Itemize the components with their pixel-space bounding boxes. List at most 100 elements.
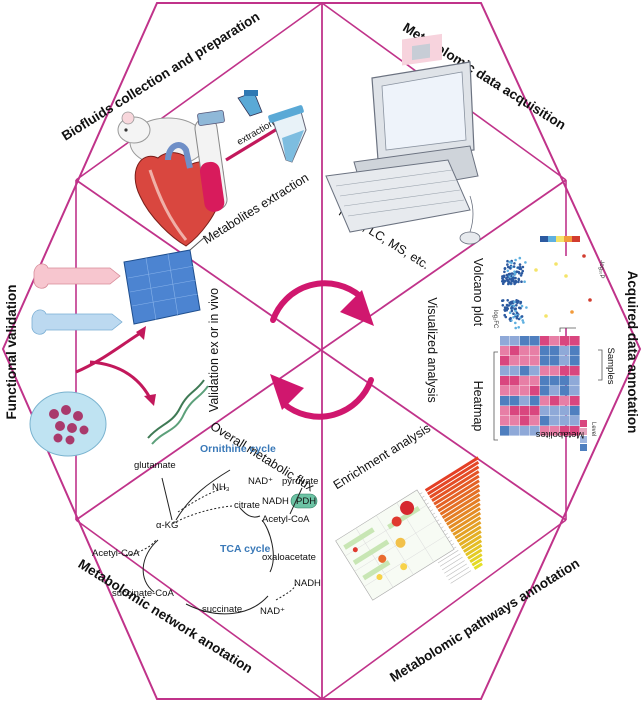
volcano-point <box>515 311 519 315</box>
volcano-point <box>513 262 516 265</box>
volcano-point <box>520 280 523 284</box>
heatmap-cell <box>530 416 540 426</box>
volcano-points <box>501 254 592 330</box>
volcano-point <box>519 274 523 277</box>
heatmap-cell <box>570 376 580 386</box>
enrichment-bar <box>431 470 480 502</box>
enrichment-bar <box>467 548 483 560</box>
metabolite-citrate: citrate <box>234 500 260 511</box>
volcano-point <box>505 277 508 280</box>
section-title-annotation: Acquired data annotation <box>625 271 640 434</box>
heatmap-cell <box>540 356 550 366</box>
volcano-point <box>503 267 507 271</box>
volcano-point <box>501 299 505 302</box>
heatmap-cell <box>530 406 540 416</box>
volcano-point <box>514 307 517 311</box>
hexagon-dividers <box>75 3 567 699</box>
volcano-point <box>521 319 524 322</box>
heatmap-cell <box>540 346 550 356</box>
volcano-point <box>516 266 520 269</box>
volcano-point <box>507 304 511 307</box>
volcano-point <box>503 270 506 274</box>
volcano-point <box>515 304 518 307</box>
volcano-point <box>510 282 513 285</box>
enrichment-bar <box>465 544 483 557</box>
computer-illustration <box>325 33 481 245</box>
volcano-point <box>508 311 512 315</box>
volcano-point <box>509 267 512 270</box>
heatmap: Level <box>493 327 603 451</box>
heatmap-cell <box>500 356 510 366</box>
heatmap-metabolites-label: Metabolites <box>535 429 584 440</box>
volcano-point <box>513 270 516 274</box>
enrichment-bar <box>454 520 482 540</box>
membrane-assay-illustration <box>123 235 207 325</box>
volcano-point <box>513 282 516 286</box>
metabolite-pyruvate: pyruvate <box>282 476 318 487</box>
heatmap-cell <box>530 426 540 436</box>
metabolite-nadh-top: NADH <box>262 496 289 507</box>
metabolite-acetylcoa-left: Acetyl-CoA <box>92 548 140 559</box>
metabolite-succinate: succinate <box>202 604 242 615</box>
enrichment-bar <box>473 562 483 570</box>
heatmap-cell <box>550 426 560 436</box>
volcano-point <box>515 270 519 274</box>
volcano-point <box>517 277 520 281</box>
enrichment-bar <box>452 516 482 536</box>
heatmap-cell <box>570 396 580 406</box>
heatmap-cell <box>510 396 520 406</box>
enrichment-bar <box>443 497 481 523</box>
heatmap-cell <box>560 346 570 356</box>
volcano-point <box>503 308 507 312</box>
heatmap-cell <box>520 416 530 426</box>
heatmap-cell <box>550 336 560 346</box>
volcano-point <box>521 265 525 269</box>
enrichment-bar <box>458 530 482 547</box>
volcano-point <box>506 279 510 283</box>
heatmap-cell <box>560 356 570 366</box>
volcano-point <box>512 304 516 308</box>
enrichment-bar <box>424 456 480 492</box>
volcano-significant-point <box>588 298 592 302</box>
volcano-plot: log₂FC -log₁₀P <box>482 236 604 330</box>
volcano-significant-point <box>564 274 568 278</box>
volcano-point <box>503 313 507 317</box>
volcano-point <box>520 315 524 318</box>
enrichment-term-placeholder <box>446 563 467 577</box>
volcano-point <box>514 276 517 280</box>
enrichment-term-placeholder <box>437 550 459 564</box>
volcano-significant-point <box>544 314 548 318</box>
enrichment-bar <box>463 539 483 553</box>
heatmap-label: Heatmap <box>471 381 485 432</box>
heatmap-cell <box>540 426 550 436</box>
heatmap-cell <box>510 336 520 346</box>
enrichment-bar <box>471 557 483 567</box>
heatmap-cell <box>520 386 530 396</box>
heatmap-cell <box>560 396 570 406</box>
volcano-y-axis-label: -log₁₀P <box>598 260 604 279</box>
enrichment-bar <box>441 493 481 519</box>
volcano-point <box>521 269 524 273</box>
volcano-point <box>509 302 512 305</box>
heatmap-cell <box>570 426 580 436</box>
volcano-point <box>512 276 515 280</box>
heatmap-cell <box>550 366 560 376</box>
ornithine-cycle-label: Ornithine cycle <box>200 443 276 455</box>
heatmap-cell <box>550 416 560 426</box>
enrichment-bar <box>426 461 480 496</box>
heatmap-cell <box>500 386 510 396</box>
heatmap-cell <box>560 426 570 436</box>
metabolite-nad-top: NAD⁺ <box>248 476 273 487</box>
human-figures-illustration <box>31 263 123 335</box>
heatmap-cell <box>500 416 510 426</box>
enrichment-term-placeholder <box>450 570 472 584</box>
volcano-point <box>518 256 522 260</box>
enrichment-bar <box>446 502 481 526</box>
enrichment-term-placeholder <box>442 556 463 571</box>
heatmap-cell <box>520 336 530 346</box>
volcano-point <box>507 282 510 286</box>
enrichment-bar <box>433 474 480 506</box>
volcano-significant-point <box>554 262 558 266</box>
volcano-point <box>501 277 504 280</box>
petri-dish-illustration <box>29 391 107 457</box>
